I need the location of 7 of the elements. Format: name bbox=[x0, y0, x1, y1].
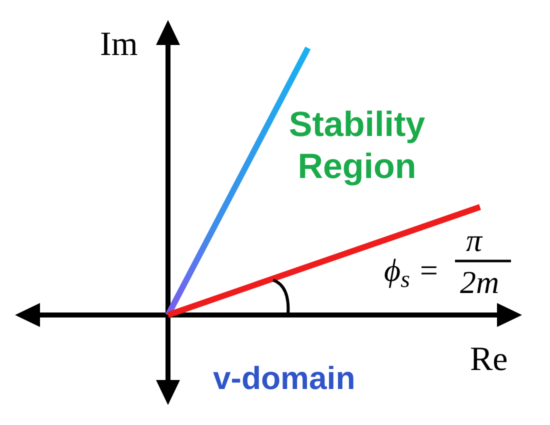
axis-label: Im bbox=[100, 28, 138, 62]
fraction-numerator: π bbox=[466, 224, 482, 256]
axis-label: Re bbox=[470, 343, 508, 377]
region-label: Stability Region bbox=[288, 104, 426, 188]
domain-label: v-domain bbox=[213, 362, 356, 394]
formula-text: ϕ$_{s}$ = bbox=[384, 254, 440, 286]
fraction-denominator: 2m bbox=[460, 266, 500, 298]
